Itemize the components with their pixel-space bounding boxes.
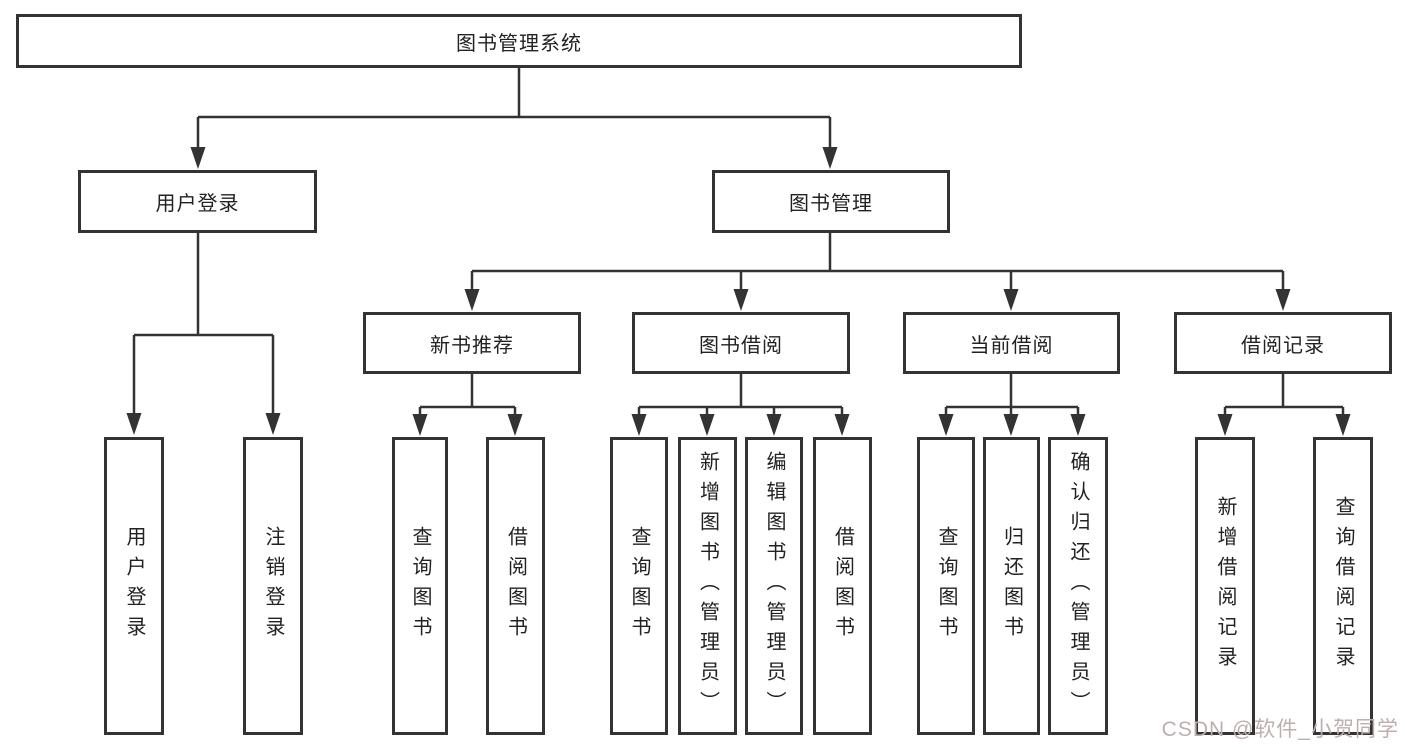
leaf-user-login-label: 用户登录 [123, 526, 145, 646]
leaf-borrow-book-label: 借阅图书 [831, 526, 854, 646]
leaf-return-book-label: 归还图书 [1000, 526, 1023, 646]
leaf-newbook-query: 查询图书 [392, 437, 448, 735]
leaf-record-add: 新增借阅记录 [1195, 437, 1255, 735]
node-book-borrow-label: 图书借阅 [699, 334, 783, 357]
node-root: 图书管理系统 [16, 14, 1022, 68]
leaf-confirm-return-admin-label: 确认归还（管理员） [1067, 451, 1089, 721]
leaf-borrow-query-label: 查询图书 [628, 526, 650, 646]
node-borrow-record: 借阅记录 [1174, 312, 1392, 374]
leaf-record-query: 查询借阅记录 [1313, 437, 1373, 735]
node-new-book-recommend: 新书推荐 [363, 312, 581, 374]
node-root-label: 图书管理系统 [456, 32, 582, 55]
node-user-login: 用户登录 [78, 170, 317, 233]
leaf-borrow-query: 查询图书 [610, 437, 668, 735]
connector-book-mgmt [470, 233, 1285, 291]
leaf-record-add-label: 新增借阅记录 [1214, 496, 1236, 676]
node-user-login-label: 用户登录 [155, 193, 240, 215]
node-current-borrow-label: 当前借阅 [969, 334, 1054, 357]
connector-group-record [1223, 374, 1345, 416]
leaf-record-query-label: 查询借阅记录 [1332, 496, 1354, 676]
leaf-borrow-add-admin-label: 新增图书（管理员） [696, 451, 719, 721]
leaf-logout-label: 注销登录 [262, 526, 284, 646]
node-book-mgmt-label: 图书管理 [789, 193, 873, 215]
leaf-user-login: 用户登录 [104, 437, 164, 735]
leaf-borrow-add-admin: 新增图书（管理员） [678, 437, 737, 735]
connector-group-newbook [418, 374, 517, 416]
connector-user-login [132, 233, 275, 415]
connector-root [196, 68, 832, 149]
connector-group-current [944, 374, 1080, 416]
leaf-logout: 注销登录 [243, 437, 303, 735]
leaf-borrow-edit-admin-label: 编辑图书（管理员） [763, 451, 785, 721]
node-book-borrow: 图书借阅 [632, 312, 850, 374]
leaf-borrow-edit-admin: 编辑图书（管理员） [745, 437, 803, 735]
connector-group-borrow [637, 374, 844, 416]
leaf-newbook-borrow-label: 借阅图书 [504, 526, 527, 646]
node-book-mgmt: 图书管理 [712, 170, 950, 233]
leaf-current-query: 查询图书 [917, 437, 975, 735]
node-current-borrow: 当前借阅 [903, 312, 1120, 374]
leaf-newbook-query-label: 查询图书 [409, 526, 431, 646]
leaf-return-book: 归还图书 [983, 437, 1040, 735]
leaf-borrow-book: 借阅图书 [813, 437, 872, 735]
node-new-book-recommend-label: 新书推荐 [430, 334, 514, 357]
leaf-newbook-borrow: 借阅图书 [486, 437, 545, 735]
leaf-current-query-label: 查询图书 [935, 526, 957, 646]
node-borrow-record-label: 借阅记录 [1241, 334, 1325, 357]
leaf-confirm-return-admin: 确认归还（管理员） [1048, 437, 1108, 735]
watermark: CSDN @软件_小贺同学 [1161, 718, 1399, 741]
